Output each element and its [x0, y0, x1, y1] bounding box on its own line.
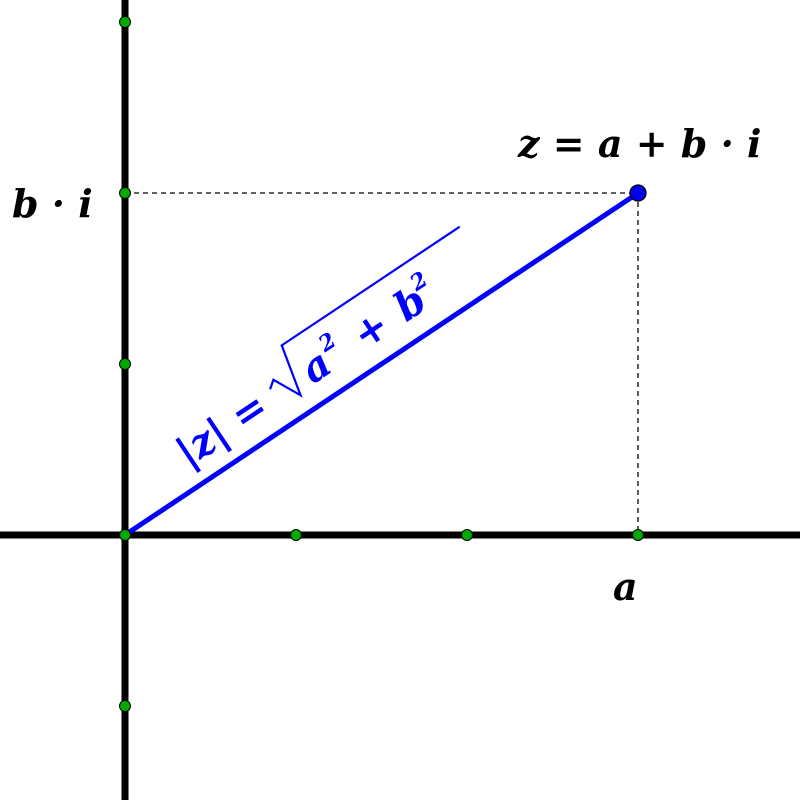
tick-point	[461, 529, 473, 541]
tick-point	[632, 529, 644, 541]
tick-point	[290, 529, 302, 541]
tick-point	[119, 187, 131, 199]
tick-point	[119, 700, 131, 712]
z-label: z = a + b · i	[517, 121, 762, 166]
z-point[interactable]	[629, 184, 647, 202]
tick-point	[119, 16, 131, 28]
modulus-segment	[123, 190, 640, 538]
tick-points	[119, 16, 644, 712]
modulus-plus: +	[344, 301, 398, 359]
real-label: a	[613, 564, 638, 609]
imag-label: b · i	[12, 181, 93, 226]
sqrt-sign	[269, 225, 461, 398]
tick-point	[119, 358, 131, 370]
origin-point	[119, 529, 131, 541]
modulus-lhs: |z| =	[167, 382, 276, 476]
modulus-formula: |z| = a 2 + b 2	[167, 225, 461, 476]
